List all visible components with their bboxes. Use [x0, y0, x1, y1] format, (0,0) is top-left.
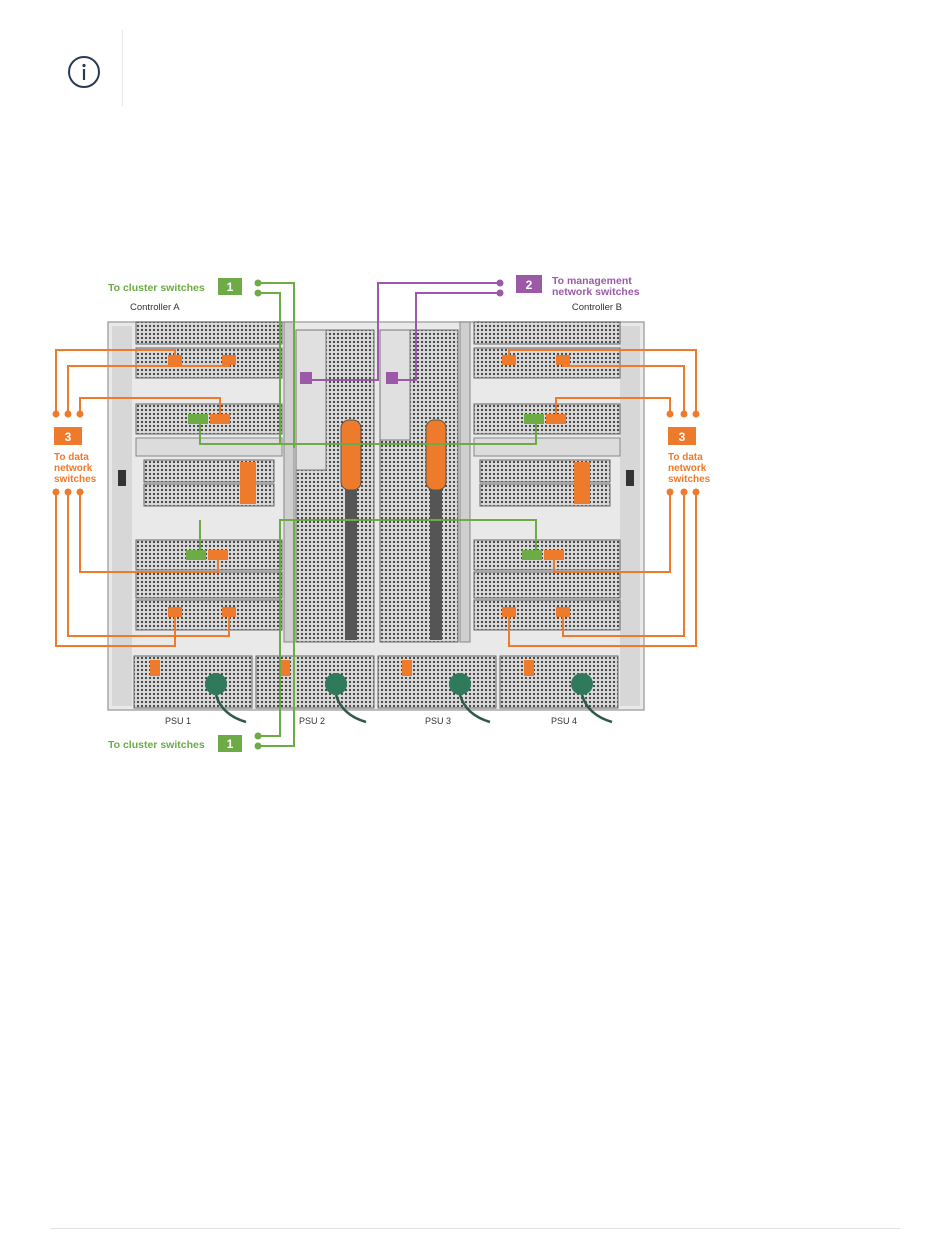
controller-b-label: Controller B: [572, 302, 622, 313]
data-badge-left: 3: [54, 427, 82, 445]
data-badge-right: 3: [668, 427, 696, 445]
psu-label-4: PSU 4: [551, 716, 577, 726]
psu-label-2: PSU 2: [299, 716, 325, 726]
footer-divider: [50, 1228, 900, 1229]
psu-label-1: PSU 1: [165, 716, 191, 726]
data-label-left-line2: network: [54, 463, 93, 474]
mgmt-badge: 2: [516, 275, 542, 293]
data-label-right-line2: network: [668, 463, 707, 474]
controller-a-label: Controller A: [130, 302, 180, 313]
data-label-right-line3: switches: [668, 474, 711, 485]
data-badge-right-number: 3: [679, 430, 686, 444]
data-badge-left-number: 3: [65, 430, 72, 444]
controller-a-io-modules: [136, 322, 282, 630]
psu-label-3: PSU 3: [425, 716, 451, 726]
cluster-top-label: To cluster switches: [108, 282, 205, 294]
controller-b-io-modules: [474, 322, 620, 630]
data-label-left-line1: To data: [54, 452, 89, 463]
cabling-diagram: To cluster switches 1 To cluster switche…: [0, 0, 950, 800]
cluster-bottom-label: To cluster switches: [108, 739, 205, 751]
cluster-bottom-badge-number: 1: [227, 737, 234, 751]
cluster-top-badge: 1: [218, 278, 242, 295]
data-label-right-line1: To data: [668, 452, 703, 463]
mgmt-badge-number: 2: [526, 278, 533, 292]
cluster-bottom-badge: 1: [218, 735, 242, 752]
data-label-left-line3: switches: [54, 474, 97, 485]
mgmt-label-line2: network switches: [552, 286, 640, 298]
cluster-top-badge-number: 1: [227, 280, 234, 294]
